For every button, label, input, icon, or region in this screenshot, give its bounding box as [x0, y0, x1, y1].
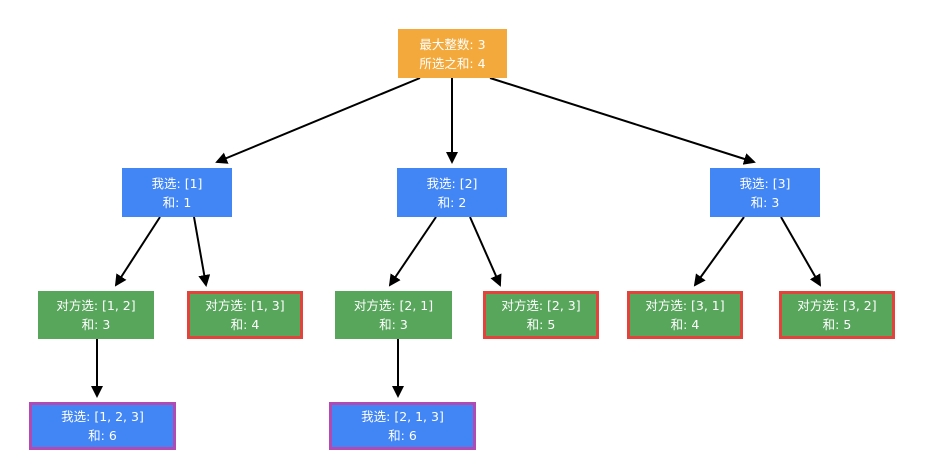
node-text-line2: 所选之和: 4 [419, 55, 486, 71]
node-text-line1: 对方选: [3, 2] [797, 298, 877, 313]
tree-node-pick-1: 我选: [1] 和: 1 [122, 168, 232, 217]
node-text-line2: 和: 4 [230, 317, 260, 332]
node-text-line1: 我选: [3] [739, 175, 791, 191]
node-text-line1: 对方选: [3, 1] [645, 298, 725, 313]
edge-pick1-opp13 [193, 216, 211, 287]
edge-pick2-opp23 [469, 216, 502, 287]
node-text-line1: 我选: [1, 2, 3] [61, 409, 144, 424]
node-text-line2: 和: 6 [88, 428, 117, 443]
node-text-line1: 对方选: [2, 1] [353, 298, 434, 313]
edge-root-pick1 [215, 77, 421, 164]
tree-node-opp-2-3: 对方选: [2, 3] 和: 5 [483, 291, 599, 339]
edge-root-pick3 [489, 77, 756, 165]
edge-pick3-opp31 [693, 216, 745, 287]
node-text-line1: 对方选: [2, 3] [501, 298, 581, 313]
tree-node-opp-3-2: 对方选: [3, 2] 和: 5 [779, 291, 895, 339]
tree-node-final-2-1-3: 我选: [2, 1, 3] 和: 6 [329, 402, 476, 450]
node-text-line1: 对方选: [1, 2] [56, 298, 136, 313]
node-text-line2: 和: 4 [670, 317, 700, 332]
edge-pick1-opp12 [114, 216, 161, 287]
tree-node-final-1-2-3: 我选: [1, 2, 3] 和: 6 [29, 402, 176, 450]
tree-node-opp-1-3: 对方选: [1, 3] 和: 4 [187, 291, 303, 339]
tree-node-opp-3-1: 对方选: [3, 1] 和: 4 [627, 291, 743, 339]
edge-pick2-opp21 [388, 216, 437, 287]
node-text-line2: 和: 6 [388, 428, 417, 443]
tree-node-pick-3: 我选: [3] 和: 3 [710, 168, 820, 217]
node-text-line2: 和: 3 [81, 317, 111, 332]
tree-node-root: 最大整数: 3 所选之和: 4 [398, 29, 507, 78]
edge-pick3-opp32 [780, 216, 821, 287]
node-text-line1: 对方选: [1, 3] [205, 298, 285, 313]
node-text-line1: 最大整数: 3 [419, 36, 486, 52]
node-text-line1: 我选: [2, 1, 3] [361, 409, 444, 424]
node-text-line2: 和: 3 [750, 194, 780, 210]
tree-node-pick-2: 我选: [2] 和: 2 [397, 168, 507, 217]
node-text-line1: 我选: [1] [151, 175, 203, 191]
node-text-line2: 和: 3 [379, 317, 408, 332]
node-text-line1: 我选: [2] [426, 175, 478, 191]
tree-node-opp-1-2: 对方选: [1, 2] 和: 3 [38, 291, 154, 339]
node-text-line2: 和: 1 [162, 194, 192, 210]
node-text-line2: 和: 2 [437, 194, 467, 210]
tree-node-opp-2-1: 对方选: [2, 1] 和: 3 [335, 291, 452, 339]
node-text-line2: 和: 5 [526, 317, 556, 332]
node-text-line2: 和: 5 [822, 317, 852, 332]
